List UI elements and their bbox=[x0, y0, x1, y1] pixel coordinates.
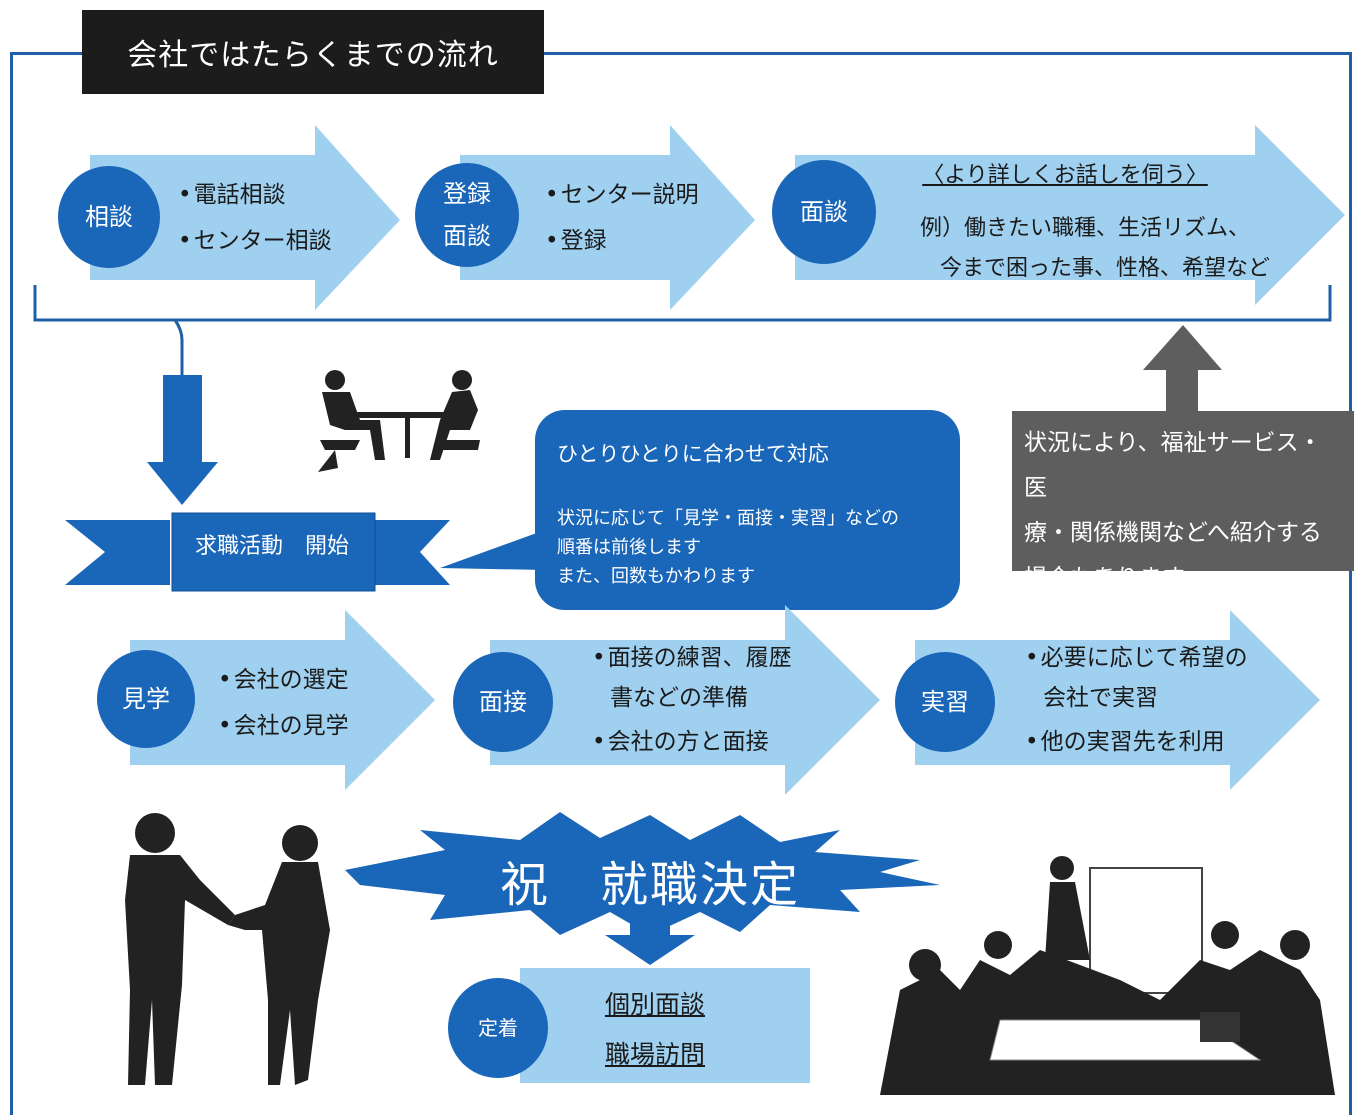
interview1-heading: 〈より詳しくお話しを伺う〉 bbox=[922, 163, 1208, 188]
referral-line3: 場合もあります。 bbox=[1024, 565, 1206, 591]
circle-visit: 見学 bbox=[97, 650, 195, 748]
bubble-line3: また、回数もかわります bbox=[557, 566, 755, 587]
circle-internship-label: 実習 bbox=[921, 688, 969, 716]
circle-consult-label: 相談 bbox=[85, 203, 133, 231]
bullet-company-interview: 会社の方と面接 bbox=[592, 722, 792, 762]
settle-item-workplace: 職場訪問 bbox=[604, 1040, 705, 1069]
referral-box: 状況により、福祉サービス・医 療・関係機関などへ紹介する 場合もあります。 bbox=[1012, 411, 1354, 591]
bracket-connector bbox=[173, 319, 184, 375]
celebration-label: 祝 就職決定 bbox=[499, 857, 800, 913]
bullet-registration: 登録 bbox=[545, 218, 699, 264]
circle-interview2-label: 面接 bbox=[479, 688, 527, 716]
up-arrow bbox=[1143, 325, 1222, 411]
speech-bubble bbox=[535, 410, 960, 610]
bullet-interview-practice-cont: 書などの準備 bbox=[610, 685, 748, 711]
speech-bubble-tail bbox=[440, 530, 545, 570]
banner-tail-right bbox=[375, 520, 450, 585]
circle-settle: 定着 bbox=[448, 978, 548, 1078]
bracket-line bbox=[33, 285, 1332, 322]
settle-item-individual: 個別面談 bbox=[604, 990, 705, 1019]
circle-visit-label: 見学 bbox=[122, 685, 170, 713]
celebration-burst bbox=[345, 812, 940, 935]
internship-bullets: 必要に応じて希望の 会社で実習 他の実習先を利用 bbox=[1025, 638, 1248, 762]
referral-line1: 状況により、福祉サービス・医 bbox=[1024, 430, 1322, 501]
bullet-internship-request: 必要に応じて希望の bbox=[1025, 638, 1248, 678]
circle-register-line2: 面談 bbox=[443, 222, 491, 250]
bullet-center-consult: センター相談 bbox=[178, 218, 332, 264]
circle-interview1: 面談 bbox=[772, 160, 876, 264]
bubble-line2: 順番は前後します bbox=[557, 537, 701, 558]
bullet-visit-company: 会社の見学 bbox=[218, 703, 349, 749]
bubble-line1: 状況に応じて「見学・面接・実習」などの bbox=[557, 508, 899, 529]
banner-tail-left bbox=[65, 520, 170, 585]
circle-interview1-label: 面談 bbox=[800, 198, 848, 226]
interview1-line1: 例）働きたい職種、生活リズム、 bbox=[919, 216, 1250, 241]
bubble-heading: ひとりひとりに合わせて対応 bbox=[557, 442, 829, 466]
bullet-select-company: 会社の選定 bbox=[218, 657, 349, 703]
diagram-title: 会社ではたらくまでの流れ bbox=[82, 10, 544, 94]
diagram-frame bbox=[10, 52, 1352, 1115]
circle-internship: 実習 bbox=[895, 652, 995, 752]
consult-bullets: 電話相談 センター相談 bbox=[178, 172, 332, 264]
circle-interview2: 面接 bbox=[453, 652, 553, 752]
circle-register-line1: 登録 bbox=[443, 180, 491, 208]
down-arrow bbox=[147, 375, 218, 505]
circle-register: 登録 面談 bbox=[415, 163, 519, 267]
register-bullets: センター説明 登録 bbox=[545, 172, 699, 264]
interview1-line2: 今まで困った事、性格、希望など bbox=[939, 256, 1270, 281]
settle-down-arrow bbox=[605, 920, 695, 965]
arrow-step-interview1 bbox=[795, 125, 1345, 305]
bullet-phone-consult: 電話相談 bbox=[178, 172, 332, 218]
bullet-center-explain: センター説明 bbox=[545, 172, 699, 218]
meeting-silhouette-icon bbox=[318, 370, 480, 472]
circle-settle-label: 定着 bbox=[478, 1016, 518, 1040]
presentation-silhouette-icon bbox=[880, 856, 1335, 1095]
banner-label: 求職活動 開始 bbox=[194, 534, 349, 559]
settle-box bbox=[520, 968, 810, 1083]
handshake-silhouette-icon bbox=[125, 813, 330, 1085]
banner-center bbox=[171, 512, 376, 592]
visit-bullets: 会社の選定 会社の見学 bbox=[218, 657, 349, 749]
bullet-internship-request-cont: 会社で実習 bbox=[1043, 685, 1158, 711]
bullet-other-internship: 他の実習先を利用 bbox=[1025, 722, 1248, 762]
circle-consult: 相談 bbox=[58, 166, 160, 268]
bullet-interview-practice: 面接の練習、履歴 bbox=[592, 638, 792, 678]
interview2-bullets: 面接の練習、履歴 書などの準備 会社の方と面接 bbox=[592, 638, 792, 762]
referral-line2: 療・関係機関などへ紹介する bbox=[1024, 520, 1322, 546]
